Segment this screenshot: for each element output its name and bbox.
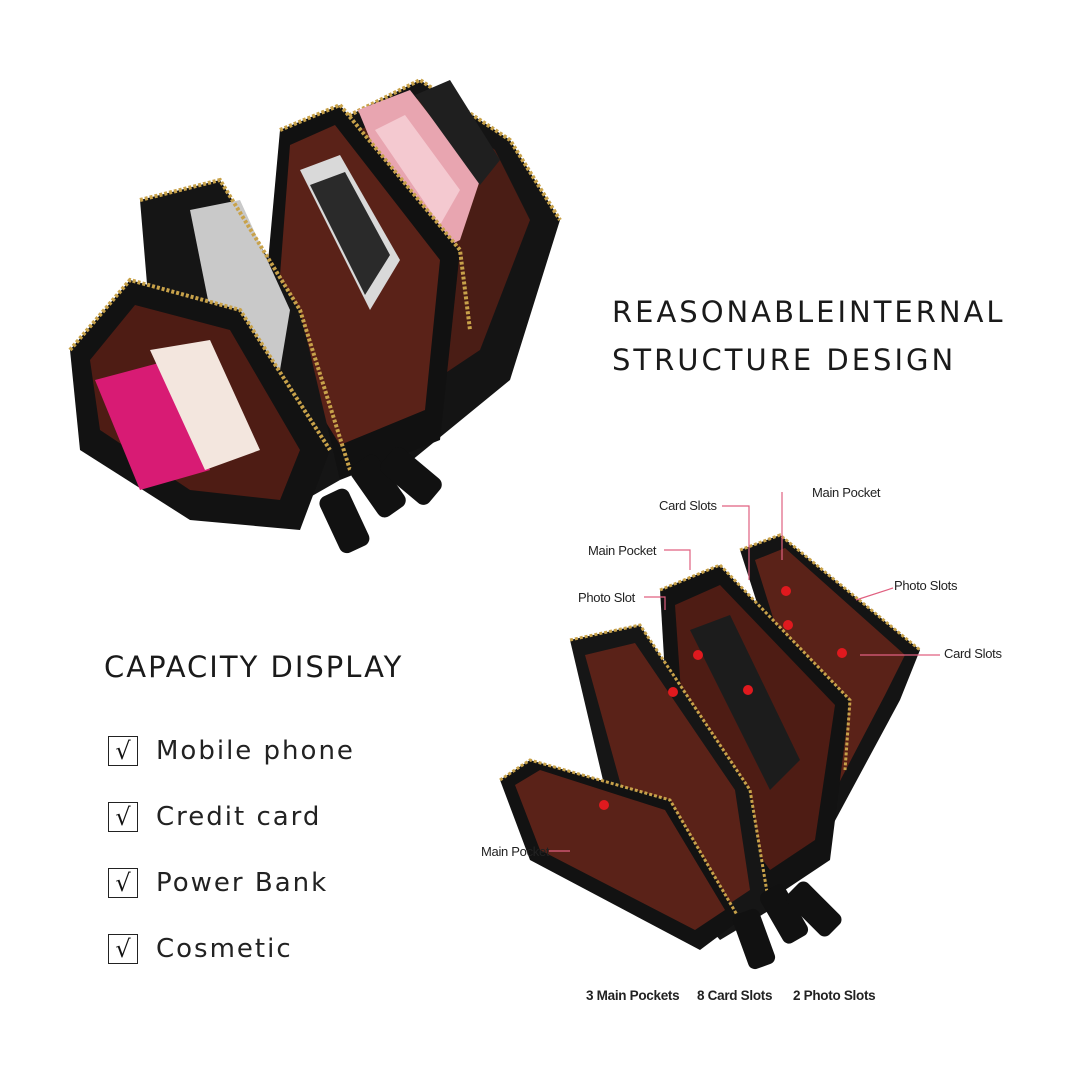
middle-pocket bbox=[659, 563, 852, 900]
summary-card-slots: 8 Card Slots bbox=[697, 988, 773, 1003]
headline-line-1: REASONABLEINTERNAL bbox=[612, 295, 1006, 329]
list-item: √ Power Bank bbox=[108, 850, 355, 916]
front-pocket bbox=[569, 623, 772, 940]
outer-pocket bbox=[499, 758, 742, 950]
capacity-title: CAPACITY DISPLAY bbox=[104, 650, 404, 684]
capacity-item-label: Power Bank bbox=[156, 868, 329, 898]
list-item: √ Cosmetic bbox=[108, 916, 355, 982]
checkmark-icon: √ bbox=[108, 934, 138, 964]
callout-main-pocket-top-right: Main Pocket bbox=[812, 485, 881, 500]
callout-card-slots-right: Card Slots bbox=[944, 646, 1002, 661]
list-item: √ Credit card bbox=[108, 784, 355, 850]
summary-main-pockets: 3 Main Pockets bbox=[586, 988, 680, 1003]
list-item: √ Mobile phone bbox=[108, 718, 355, 784]
open-wallet-contents-photo bbox=[68, 77, 562, 554]
capacity-item-label: Cosmetic bbox=[156, 934, 293, 964]
summary-photo-slots: 2 Photo Slots bbox=[793, 988, 876, 1003]
checkmark-icon: √ bbox=[108, 868, 138, 898]
checkmark-icon: √ bbox=[108, 802, 138, 832]
zipper-pulls bbox=[319, 447, 442, 554]
headline-line-2: STRUCTURE DESIGN bbox=[612, 343, 957, 377]
callout-main-pocket-left: Main Pocket bbox=[588, 543, 657, 558]
outer-pocket bbox=[68, 277, 332, 530]
checkmark-icon: √ bbox=[108, 736, 138, 766]
mobile-phone bbox=[358, 80, 500, 260]
callout-main-pocket-bottom: Main Pocket bbox=[481, 844, 550, 859]
capacity-item-label: Mobile phone bbox=[156, 736, 355, 766]
zipper-pulls bbox=[732, 881, 842, 970]
callout-photo-slots: Photo Slots bbox=[894, 578, 958, 593]
capacity-list: √ Mobile phone √ Credit card √ Power Ban… bbox=[108, 718, 355, 982]
callout-photo-slot: Photo Slot bbox=[578, 590, 635, 605]
capacity-item-label: Credit card bbox=[156, 802, 322, 832]
callout-card-slots-top: Card Slots bbox=[659, 498, 717, 513]
wallet-structure-photo bbox=[499, 533, 921, 970]
structure-headline: REASONABLEINTERNAL STRUCTURE DESIGN bbox=[612, 288, 1006, 384]
red-markers bbox=[599, 586, 847, 810]
